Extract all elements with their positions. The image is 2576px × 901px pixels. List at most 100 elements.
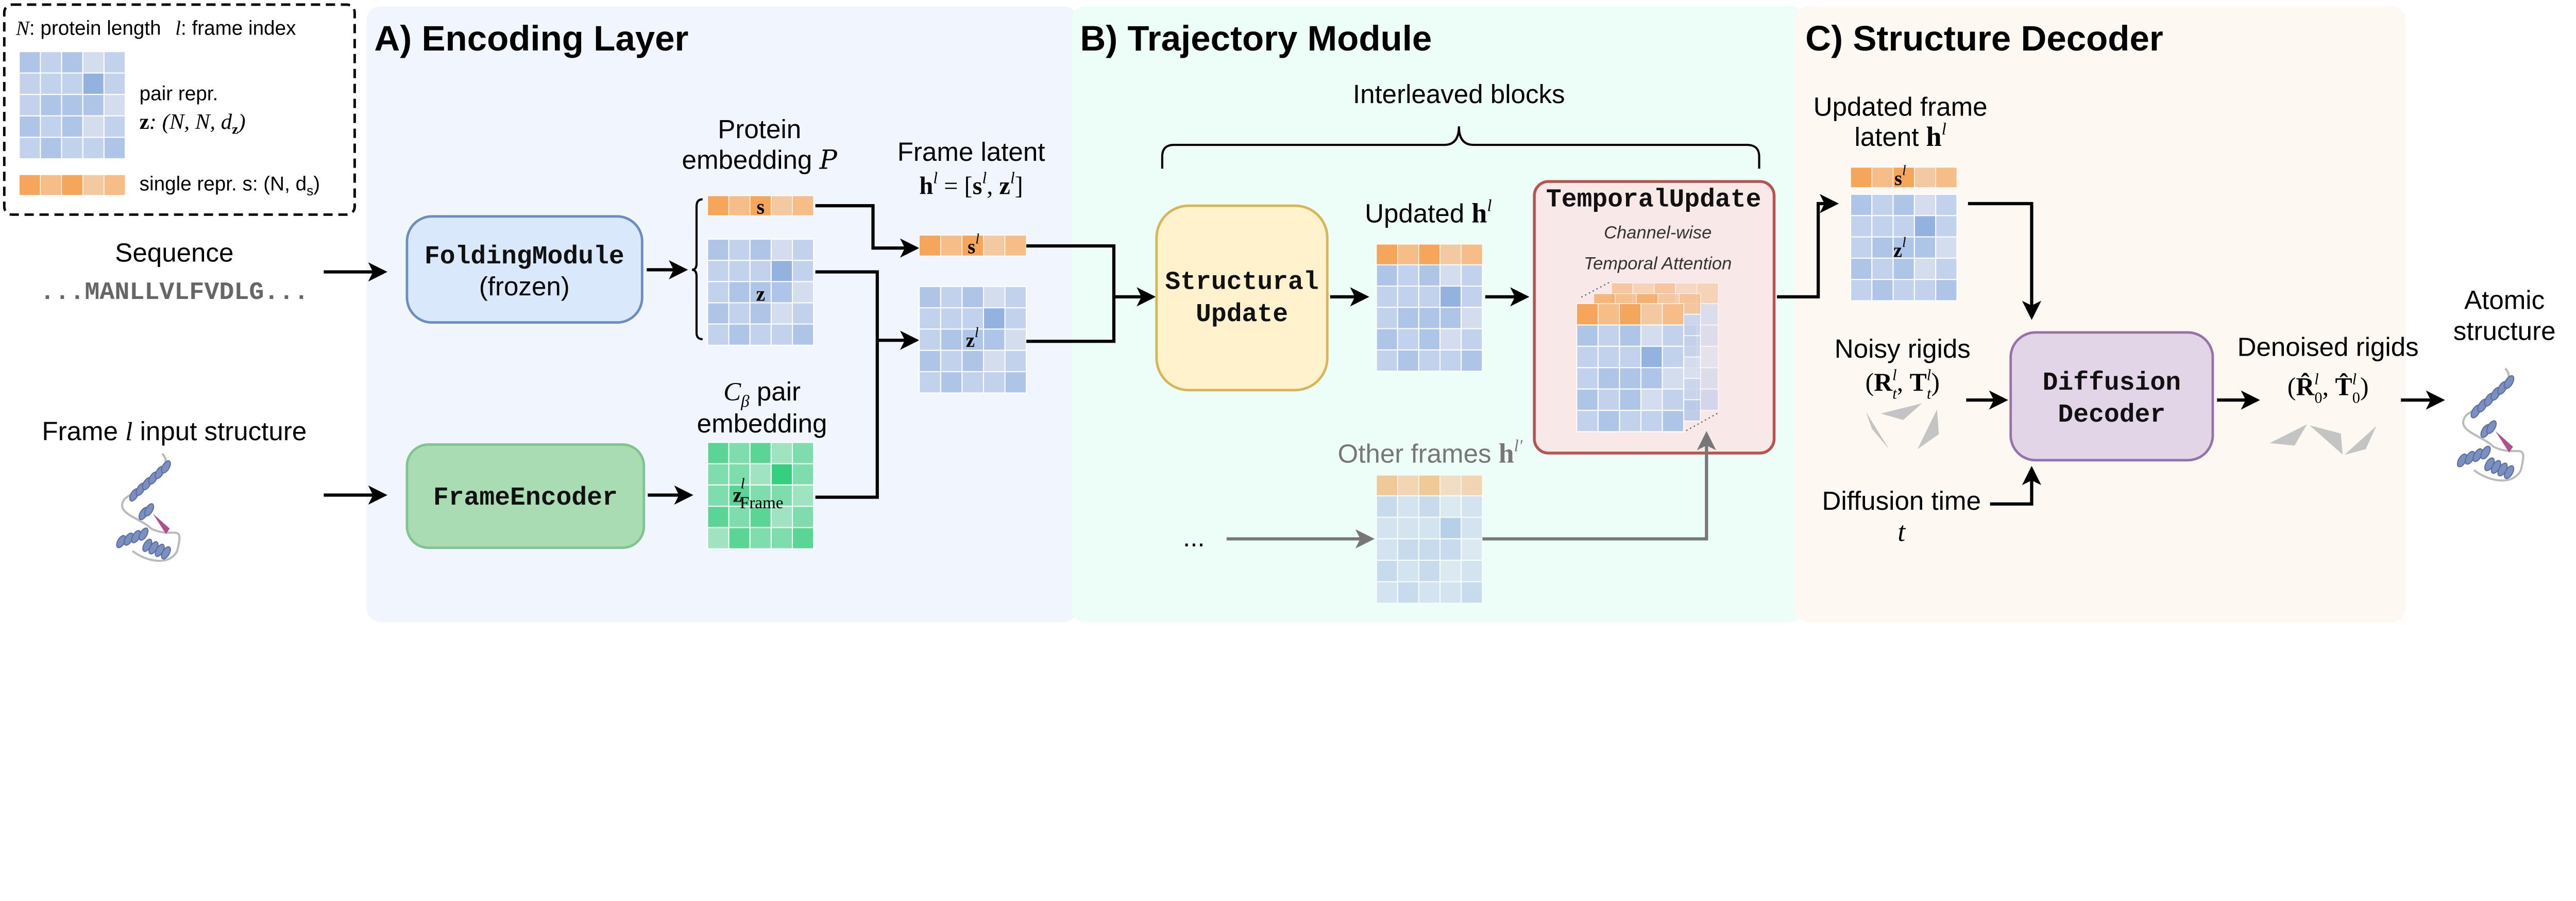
frame-latent-label: Frame latent [897, 137, 1045, 166]
line-s-to-frame-latent [815, 204, 920, 258]
bar-cell [1418, 475, 1440, 496]
grid-cell [1439, 307, 1462, 329]
bar-cell [961, 235, 984, 257]
bar-cell [82, 174, 105, 196]
temporal-attention-label: Temporal Attention [1584, 254, 1732, 274]
folding-module-note: (frozen) [479, 272, 570, 301]
grid-cell [770, 323, 793, 346]
panel-a-title: A) Encoding Layer [374, 18, 688, 58]
grid-cell [1418, 516, 1441, 540]
denoised-rigids-label: Denoised rigids [2238, 332, 2419, 362]
grid-cell [19, 137, 41, 160]
diffusion-decoder-block [2009, 331, 2214, 462]
grid-cell [1376, 307, 1398, 329]
protein-strand [152, 513, 170, 535]
legend-single-label: single repr. s: (N, ds) [140, 173, 320, 198]
grid-cell [82, 51, 105, 74]
grid-cell [1376, 349, 1398, 372]
grid-cell [1935, 257, 1958, 280]
grid-cell [1418, 559, 1441, 582]
grid-cell [707, 260, 730, 282]
grid-cell [19, 94, 41, 116]
panel-structure-decoder [1794, 6, 2406, 622]
grid-cell [961, 328, 985, 351]
noisy-rigids-triangles [1866, 403, 1939, 449]
grid-cell [1418, 264, 1441, 287]
grid-cell [1871, 236, 1894, 259]
grid-cell [770, 484, 793, 507]
grid-cell [961, 307, 985, 330]
grid-cell [728, 463, 751, 486]
grid-cell [707, 463, 730, 486]
grid-cell [749, 506, 772, 528]
grid-cell [919, 307, 941, 330]
grid-cell [982, 307, 1006, 330]
diffusion-decoder-label-2: Decoder [2058, 401, 2165, 429]
grid-cell [103, 115, 126, 138]
line-frame-latent-merge [1026, 244, 1116, 343]
grid-cell [1397, 264, 1419, 287]
grid-cell [1004, 307, 1027, 330]
bar-cell [1619, 303, 1641, 326]
grid-cell [1439, 538, 1462, 561]
grid-cell [982, 349, 1006, 373]
cb-pair-embedding-label-2: embedding [697, 409, 827, 438]
grid-cell [707, 484, 730, 507]
rigid-triangle [2269, 424, 2307, 446]
structural-update-label: Structural [1165, 268, 1318, 297]
grid-cell [1004, 371, 1027, 394]
stack-dotted-line [1686, 412, 1719, 431]
grid-cell [1913, 279, 1937, 302]
grid-cell [770, 442, 793, 464]
structural-update-label-2: Update [1196, 300, 1288, 329]
grid-cell [1892, 193, 1915, 216]
grid-cell [707, 527, 730, 549]
zl-symbol: zl [966, 324, 979, 352]
arrow-latent-to-diffusion [1968, 202, 2042, 320]
bar-cell [1376, 243, 1398, 265]
legend-single-bar [19, 174, 126, 196]
folding-module-block [405, 215, 643, 324]
grid-cell [940, 349, 963, 373]
grid-cell [940, 371, 963, 394]
bar-cell [40, 174, 62, 196]
grid-cell [1376, 538, 1398, 561]
grid-cell [1662, 410, 1685, 432]
grid-cell [1850, 236, 1873, 259]
bar-cell [707, 195, 730, 216]
cb-pair-embedding-grid [707, 442, 815, 549]
protein-embedding-label-2: embedding P [682, 145, 838, 175]
grid-cell [1461, 307, 1483, 329]
grid-cell [82, 72, 105, 95]
grid-cell [1439, 559, 1462, 582]
sequence-label: Sequence [115, 238, 233, 268]
grid-cell [1662, 367, 1685, 390]
grid-cell [791, 323, 815, 346]
arrow-other-frames-to-temporal [1482, 431, 1716, 541]
input-protein-structure-image [116, 453, 181, 562]
protein-helix [2504, 375, 2515, 389]
bar-cell [1576, 303, 1599, 326]
grid-cell [1397, 581, 1419, 604]
grid-cell [1597, 388, 1620, 411]
grid-cell [1397, 307, 1419, 329]
grid-cell [791, 260, 815, 282]
bar-cell [728, 195, 751, 216]
protein-embedding-label: Protein [718, 114, 801, 144]
bar-cell [1376, 475, 1398, 496]
grid-cell [1850, 257, 1873, 280]
grid-cell [1619, 324, 1642, 347]
grid-cell [1597, 367, 1620, 390]
grid-cell [728, 484, 751, 507]
grid-cell [1376, 495, 1398, 518]
decoder-s-bar [1850, 166, 1958, 188]
sequence-value: ...MANLLVLFVDLG... [40, 278, 309, 307]
grid-cell [1850, 279, 1873, 302]
grid-cell [1418, 495, 1441, 518]
grid-cell [791, 238, 815, 261]
single-repr-s-bar [707, 195, 814, 216]
grid-cell [1418, 307, 1441, 329]
